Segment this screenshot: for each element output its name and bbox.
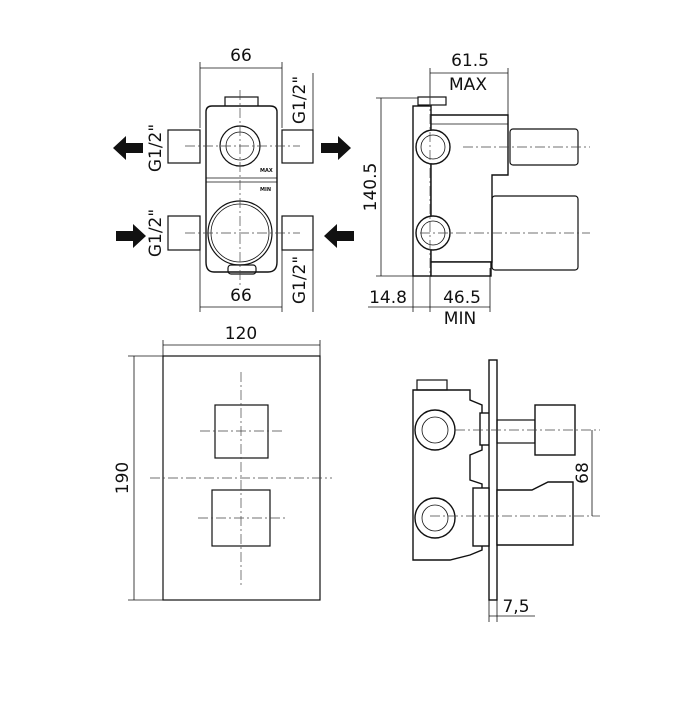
label-max: MAX [449,75,487,95]
dim-width-bottom: 66 [230,286,252,306]
dim-plate-height: 190 [113,462,133,494]
arrow-left-icon [324,224,354,248]
mark-max: MAX [260,168,273,174]
dim-depth-min: 46.5 [443,288,481,308]
label-min: MIN [444,309,476,329]
lower-handle [496,481,574,546]
dim-handle-spacing: 68 [573,462,593,484]
pipe-bottom-left [167,215,201,251]
dim-offset: 14.8 [369,288,407,308]
front-view: 66 66 MAX MIN G1/2" G [113,46,354,312]
arrow-left-icon [113,136,143,160]
upper-handle-square [214,404,269,459]
cover-plate-side [488,359,498,601]
port-label-top-left: G1/2" [146,124,166,172]
port-label-bottom-right: G1/2" [290,256,310,304]
arrow-right-icon [321,136,351,160]
arrow-right-icon [116,224,146,248]
dim-depth-max: 61.5 [451,51,489,71]
assembled-side-view: 68 7,5 [412,359,600,622]
plate-view: 120 190 [113,324,332,601]
port-label-bottom-left: G1/2" [146,209,166,257]
side-view: 61.5 MAX 140.5 14.8 46.5 MIN [361,51,590,329]
valve-body [205,105,278,273]
pipe-top-left [167,129,201,164]
pipe-top-right [281,129,314,164]
dim-plate-thickness: 7,5 [502,597,529,617]
dim-plate-width: 120 [225,324,257,344]
dim-width-top: 66 [230,46,252,66]
dim-height: 140.5 [361,163,381,212]
upper-handle-stem [496,419,536,444]
mark-min: MIN [260,187,271,193]
port-label-top-right: G1/2" [290,76,310,124]
